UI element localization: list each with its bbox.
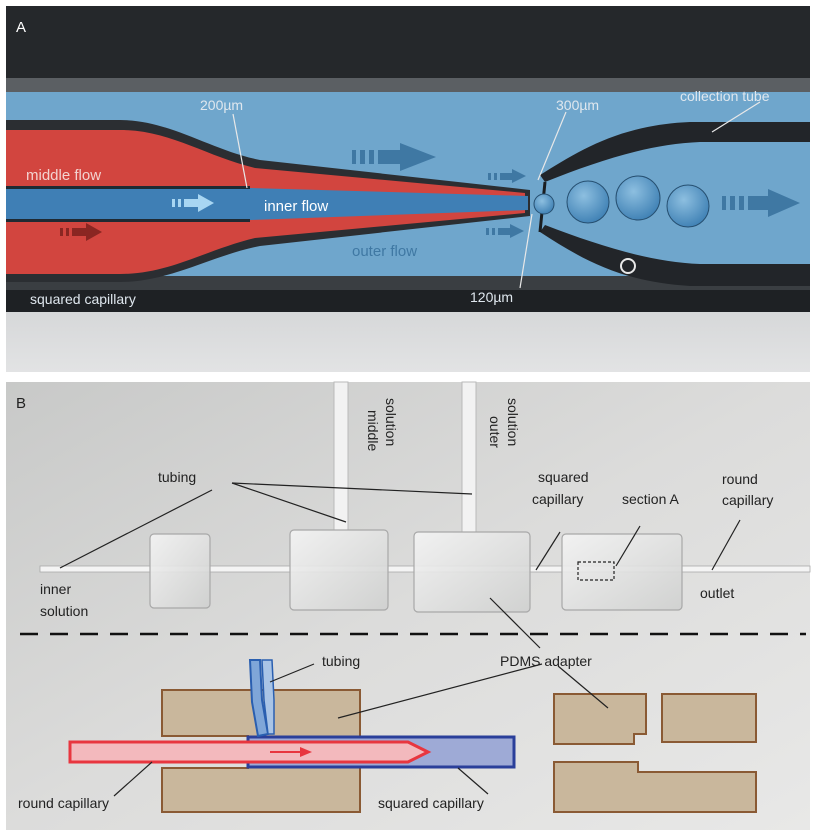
outlet-flow-arrow: [722, 189, 800, 217]
squared-capillary-label-line1: squared: [538, 469, 589, 485]
size-200-label: 200µm: [200, 97, 243, 113]
flow-arrow-schematic: [300, 747, 312, 757]
inner-flow-label: inner flow: [264, 198, 328, 215]
squared-capillary-label-line2: capillary: [532, 491, 583, 507]
droplet: [533, 193, 555, 215]
panel-a: A collection tube 200µm 300µm 120µm midd…: [6, 6, 810, 372]
panel-a-letter: A: [16, 19, 26, 36]
size-120-label: 120µm: [470, 289, 513, 305]
pdms-adapter-piece: [661, 693, 757, 743]
size-300-label: 300µm: [556, 97, 599, 113]
collection-tube-wall-bottom: [540, 225, 810, 286]
outer-solution-label-line2: solution: [505, 398, 521, 446]
squared-capillary-label: squared capillary: [30, 291, 136, 307]
outer-solution-label-line1: outer: [487, 416, 503, 448]
schematic: tubing PDMS adapter round capillary squa…: [18, 653, 757, 813]
middle-flow-label: middle flow: [26, 167, 101, 184]
air-bubble: [620, 258, 636, 274]
inner-capillary: [6, 188, 528, 220]
schematic-round-capillary-label: round capillary: [18, 795, 109, 811]
inner-solution-label-line2: solution: [40, 603, 88, 619]
middle-solution-label-line2: solution: [383, 398, 399, 446]
middle-flow-arrow: [60, 223, 102, 241]
pdms-block: [149, 533, 211, 609]
pdms-block: [289, 529, 389, 611]
collection-tube-wall-top: [540, 122, 810, 182]
outer-flow-label: outer flow: [352, 243, 417, 260]
panel-b-letter: B: [16, 395, 26, 412]
schematic-squared-capillary-label: squared capillary: [378, 795, 484, 811]
inner-flow-arrow: [172, 194, 214, 212]
round-capillary-label-line2: capillary: [722, 492, 773, 508]
round-capillary-label-line1: round: [722, 471, 758, 487]
outlet-label: outlet: [700, 585, 734, 601]
droplet: [566, 180, 610, 224]
tubing-label: tubing: [158, 469, 196, 485]
pdms-block: [561, 533, 683, 611]
pdms-block: [413, 531, 531, 613]
middle-solution-tubing: [333, 381, 349, 531]
section-a-label: section A: [622, 491, 679, 507]
middle-solution-label-line1: middle: [365, 410, 381, 451]
outer-flow-arrow: [352, 143, 436, 171]
droplet: [615, 175, 661, 221]
round-capillary-schematic: [68, 740, 432, 764]
pdms-adapter-piece: [553, 761, 757, 813]
outer-solution-tubing: [461, 381, 477, 533]
collection-tube-label: collection tube: [680, 88, 770, 104]
outer-flow-arrow-small-top: [488, 169, 526, 183]
pdms-adapter-piece: [553, 693, 647, 745]
inner-solution-label-line1: inner: [40, 581, 71, 597]
schematic-pdms-adapter-label: PDMS adapter: [500, 653, 592, 669]
outer-flow-arrow-small-bottom: [486, 224, 524, 238]
schematic-tubing-label: tubing: [322, 653, 360, 669]
droplet: [666, 184, 710, 228]
section-a-box: [577, 561, 615, 581]
top-glass-wall: [6, 6, 810, 84]
